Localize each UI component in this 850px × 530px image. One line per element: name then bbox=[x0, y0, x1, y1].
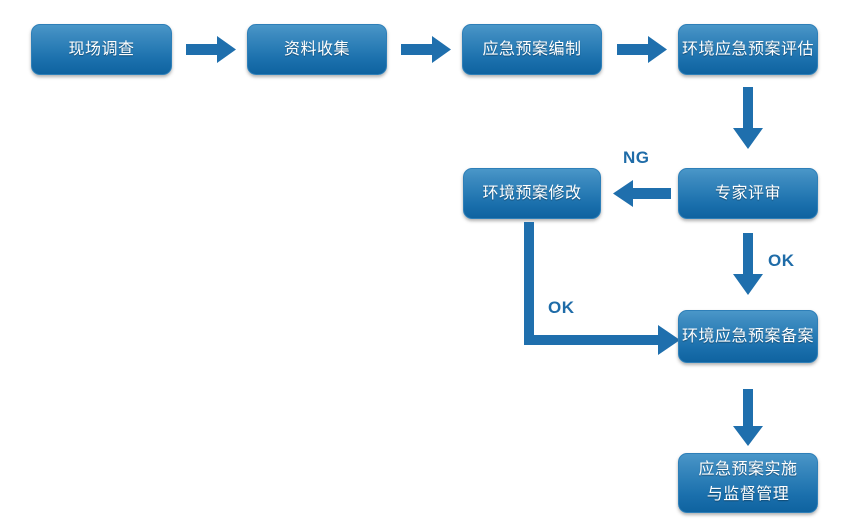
node-label: 现场调查 bbox=[68, 40, 135, 58]
node-label-line2: 与监督管理 bbox=[706, 486, 790, 503]
node-plan-evaluation[interactable]: 环境应急预案评估 bbox=[678, 24, 818, 75]
node-plan-revision[interactable]: 环境预案修改 bbox=[463, 168, 601, 219]
arrow-expert-review-to-plan-revision bbox=[613, 180, 671, 207]
arrow-site-survey-to-data-collection bbox=[186, 36, 236, 63]
node-label: 资料收集 bbox=[283, 40, 350, 58]
arrow-plan-revision-to-plan-filing bbox=[520, 222, 680, 362]
arrow-expert-review-to-plan-filing bbox=[733, 233, 763, 295]
node-plan-filing[interactable]: 环境应急预案备案 bbox=[678, 310, 818, 363]
node-label-line1: 应急预案实施 bbox=[698, 461, 798, 479]
node-label: 专家评审 bbox=[714, 184, 781, 202]
node-plan-drafting[interactable]: 应急预案编制 bbox=[462, 24, 602, 75]
edge-label-ok-vertical: OK bbox=[768, 251, 795, 270]
node-label: 环境应急预案评估 bbox=[681, 40, 814, 58]
node-label: 环境应急预案备案 bbox=[681, 327, 814, 345]
arrow-plan-drafting-to-plan-evaluation bbox=[617, 36, 667, 63]
node-expert-review[interactable]: 专家评审 bbox=[678, 168, 818, 219]
node-label: 应急预案编制 bbox=[482, 40, 582, 58]
arrow-plan-filing-to-plan-implementation bbox=[733, 389, 763, 446]
edge-label-ok-elbow: OK bbox=[548, 298, 575, 317]
node-label: 环境预案修改 bbox=[482, 184, 582, 202]
node-plan-implementation[interactable]: 应急预案实施 与监督管理 bbox=[678, 453, 818, 513]
node-site-survey[interactable]: 现场调查 bbox=[31, 24, 172, 75]
node-data-collection[interactable]: 资料收集 bbox=[247, 24, 387, 75]
arrow-plan-evaluation-to-expert-review bbox=[733, 87, 763, 149]
arrow-data-collection-to-plan-drafting bbox=[401, 36, 451, 63]
edge-label-ng: NG bbox=[623, 148, 650, 167]
